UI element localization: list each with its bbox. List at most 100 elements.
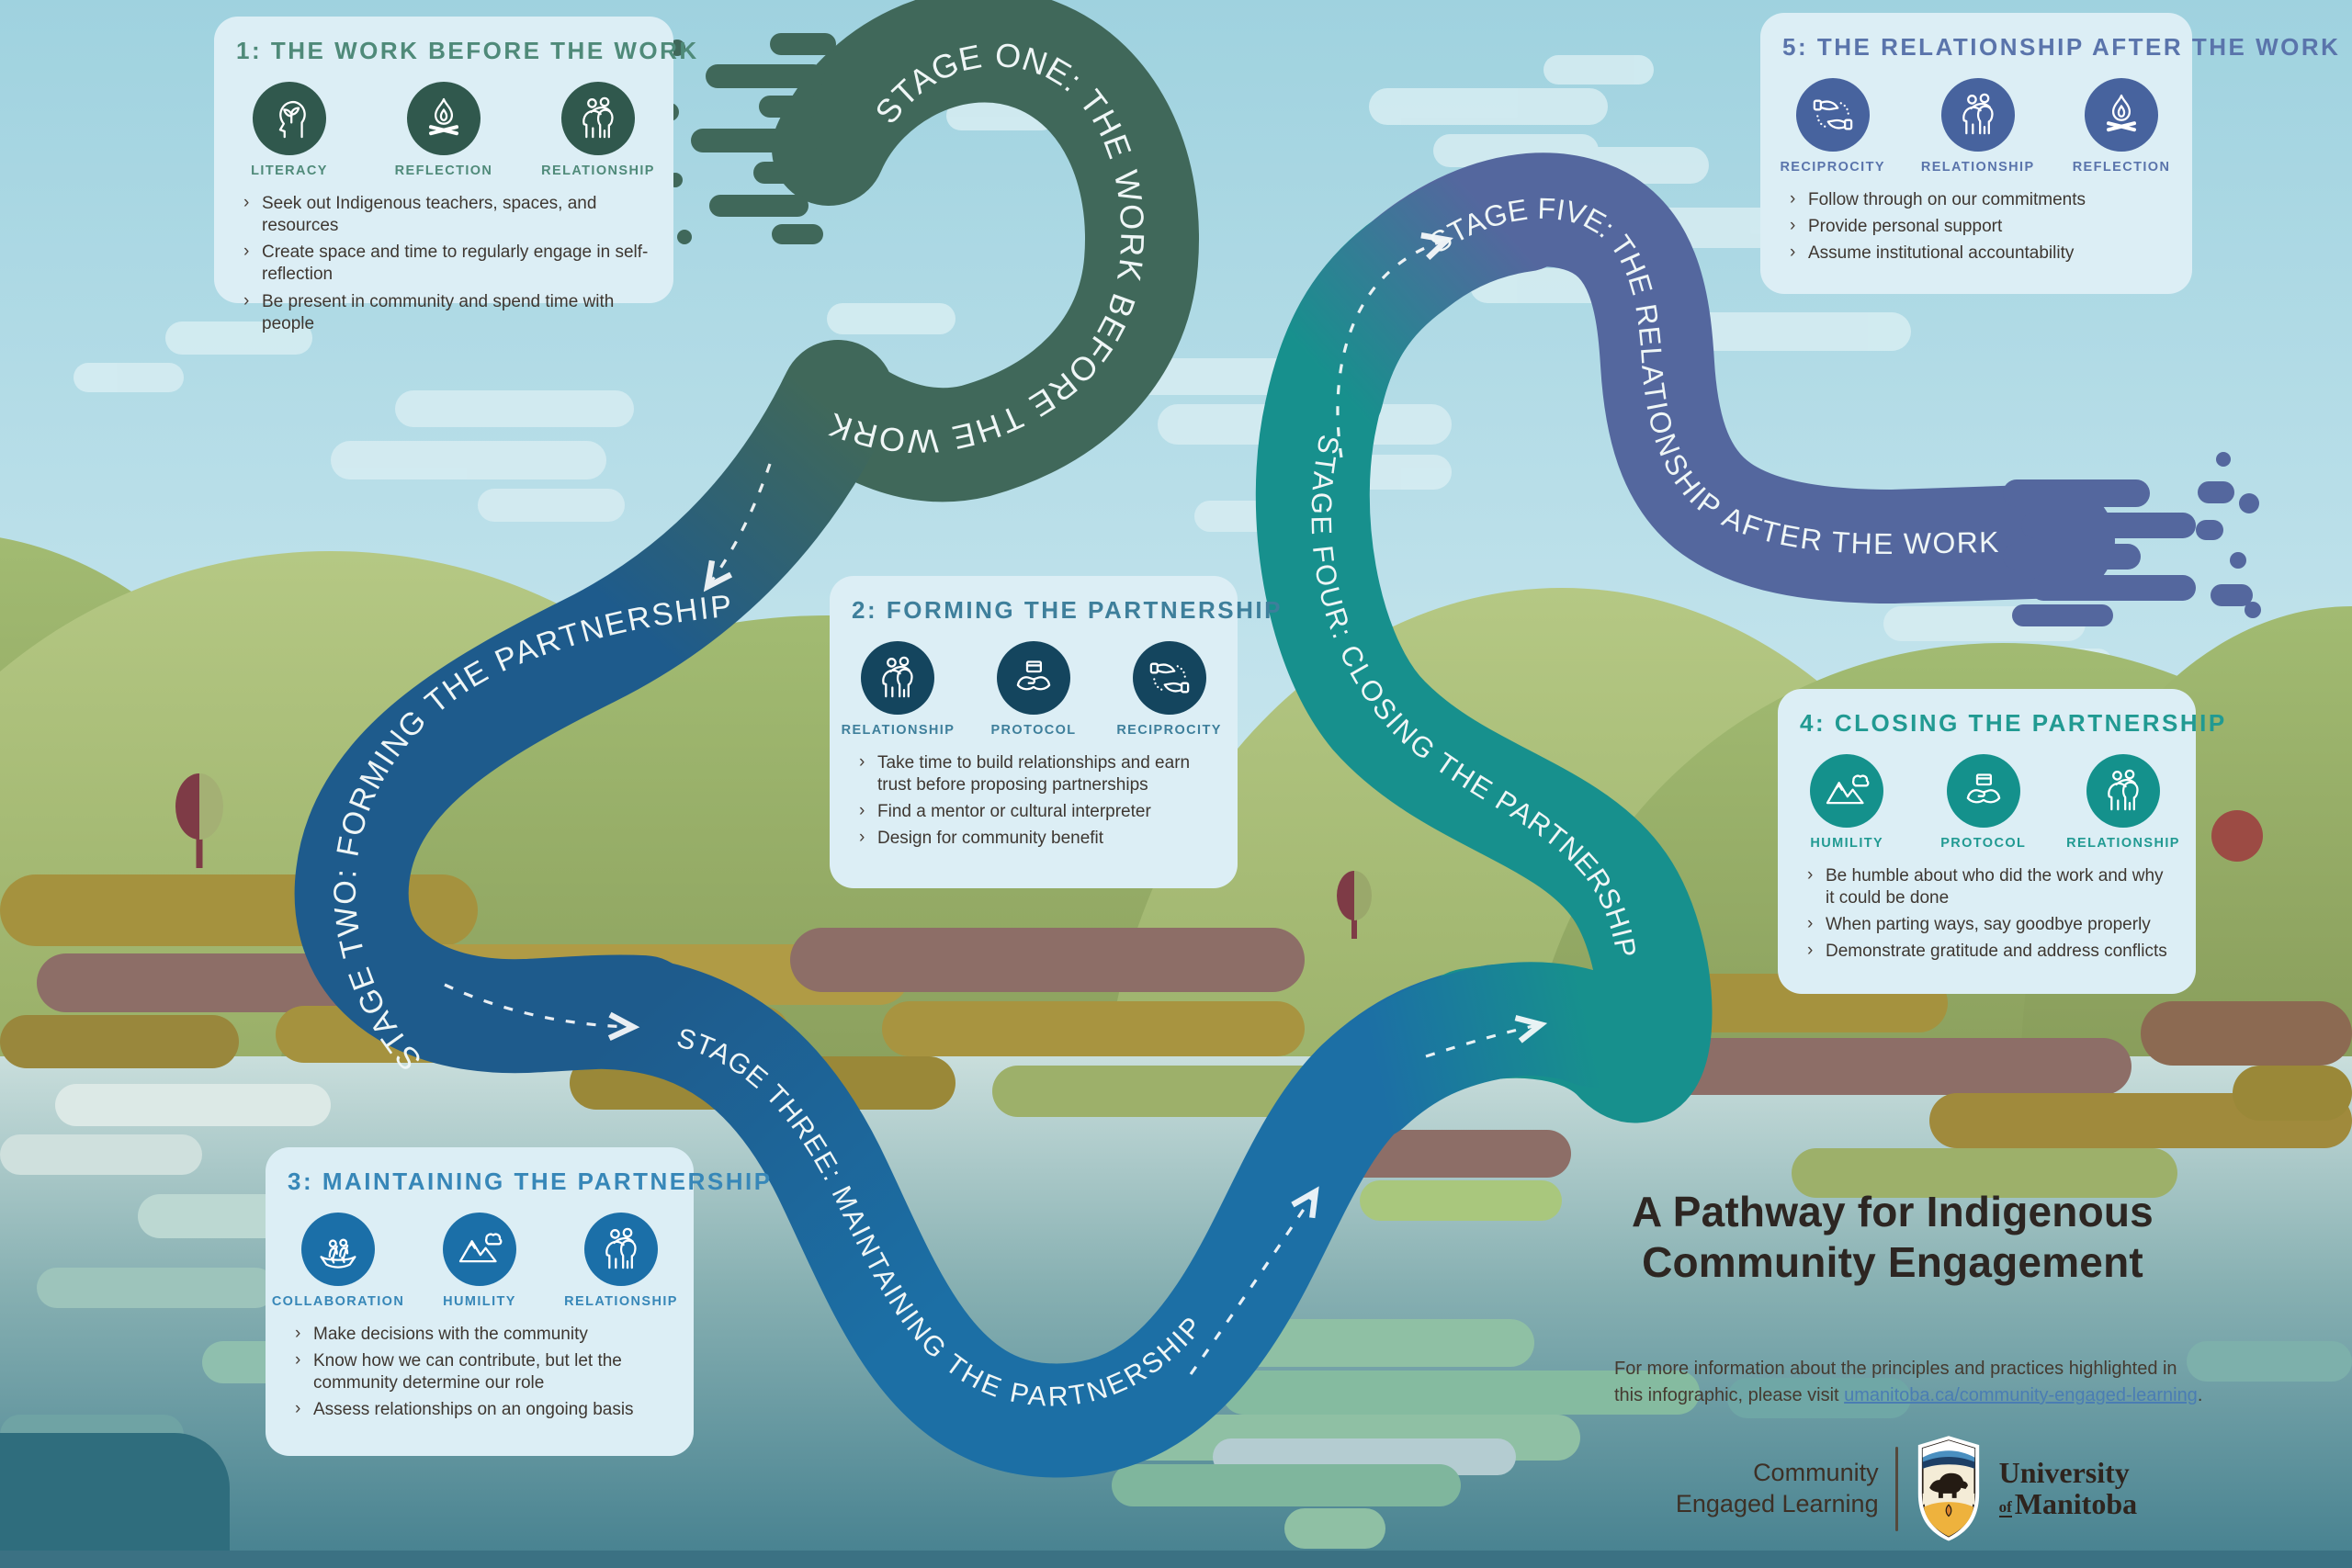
bullet: Make decisions with the community [293,1323,672,1346]
card-stage-1: 1: THE WORK BEFORE THE WORK LITERACY REF… [214,17,699,333]
speed-dash [691,129,820,152]
water-bar [1727,1378,1911,1418]
icon-item: PROTOCOL [1937,754,2031,851]
card-title: 5: THE RELATIONSHIP AFTER THE WORK [1782,33,2341,61]
icon-label: COLLABORATION [271,1294,405,1309]
bullet: Follow through on our commitments [1788,188,2170,211]
icon-label: HUMILITY [1810,836,1884,851]
speed-dash [706,64,825,88]
reciprocity-icon [1132,641,1206,715]
speed-dash [2003,544,2141,570]
field-bar [1360,1180,1562,1221]
bullet: When parting ways, say goodbye properly [1805,913,2174,936]
reflection-icon [2085,78,2158,152]
icon-label: PROTOCOL [990,723,1077,738]
card-title: 1: THE WORK BEFORE THE WORK [236,37,699,64]
bullet: Find a mentor or cultural interpreter [857,800,1216,823]
water-bar [2187,1341,2352,1382]
cloud-bar [331,441,606,479]
bullet: Be humble about who did the work and why… [1805,864,2174,909]
water-edge [0,1551,2352,1568]
page-title-line2: Community Engagement [1642,1238,2143,1287]
icon-item: LITERACY [239,82,340,178]
icon-label: REFLECTION [2072,160,2171,175]
bullet-list: Take time to build relationships and ear… [852,751,1216,851]
icon-label: RELATIONSHIP [541,164,655,178]
icon-label: HUMILITY [443,1294,516,1309]
icon-label: LITERACY [251,164,328,178]
icon-label: RELATIONSHIP [564,1294,678,1309]
field-bar [882,1001,1305,1056]
relationship-icon [1940,78,2015,152]
card-title: 2: FORMING THE PARTNERSHIP [852,596,1283,624]
card-stage-4: 4: CLOSING THE PARTNERSHIP HUMILITY PROT… [1778,689,2227,994]
field-bar [1654,1038,2132,1095]
collaboration-icon [301,1213,375,1286]
card-stage-2: 2: FORMING THE PARTNERSHIP RELATIONSHIP … [830,576,1283,888]
field-bar [0,1015,239,1068]
speed-dash [2198,481,2234,503]
info-text-pre: For more information about the principle… [1614,1359,2177,1405]
cloud-bar [1369,88,1608,125]
icon-item: RELATIONSHIP [564,1213,676,1309]
bullet: Be present in community and spend time w… [242,289,651,335]
tree [2211,810,2263,862]
icon-label: RECIPROCITY [1116,723,1222,738]
bullet: Assume institutional accountability [1788,242,2170,265]
cloud-bar [827,303,956,334]
water-bar [37,1268,276,1308]
icon-row: RELATIONSHIP PROTOCOL RECIPROCITY [842,641,1220,738]
field-bar [1792,1148,2177,1198]
page-title: A Pathway for Indigenous Community Engag… [1589,1187,2196,1288]
bullet: Take time to build relationships and ear… [857,751,1216,796]
speed-dot [2245,602,2261,618]
card-title: 3: MAINTAINING THE PARTNERSHIP [288,1168,773,1195]
speed-dot [2239,493,2259,513]
field-bar [992,1066,1341,1117]
speed-dash [772,224,823,244]
cloud-bar [74,363,184,392]
path-end-speed-dashes [2003,452,2261,626]
card-title: 4: CLOSING THE PARTNERSHIP [1800,709,2227,737]
bullet: Seek out Indigenous teachers, spaces, an… [242,192,651,237]
tree [1337,871,1372,939]
flow-arrow-2 [444,983,640,1042]
brand-name-line1: Community [1753,1459,1879,1487]
speed-dot [2230,552,2246,569]
icon-item: RELATIONSHIP [842,641,954,738]
bullet: Demonstrate gratitude and address confli… [1805,940,2174,963]
icon-item: RECIPROCITY [1116,641,1222,738]
icon-item: REFLECTION [393,82,494,178]
field-bar [790,928,1305,992]
water-bar [1112,1464,1461,1506]
stage-transition [1310,962,1652,1141]
info-link[interactable]: umanitoba.ca/community-engaged-learning [1844,1385,2198,1405]
card-stage-3: 3: MAINTAINING THE PARTNERSHIP COLLABORA… [266,1147,773,1456]
university-crest-logo [1917,1436,1979,1541]
info-text-post: . [2197,1385,2203,1405]
reflection-icon [407,82,481,155]
speed-dash [709,195,808,217]
bullet: Know how we can contribute, but let the … [293,1349,672,1394]
relationship-icon [584,1213,658,1286]
flow-arrow-1 [703,463,772,592]
literacy-icon [253,82,326,155]
page-title-line1: A Pathway for Indigenous [1632,1188,2154,1235]
icon-row: HUMILITY PROTOCOL RELATIONSHIP [1800,754,2178,851]
field-bar [2233,1066,2352,1121]
icon-item: REFLECTION [2073,78,2171,175]
icon-item: RELATIONSHIP [2066,754,2178,851]
bullet-list: Seek out Indigenous teachers, spaces, an… [236,192,651,335]
bullet-list: Be humble about who did the work and why… [1800,864,2174,964]
shore-shape [0,1433,230,1568]
speed-dash [2021,513,2196,538]
card-stage-5: 5: THE RELATIONSHIP AFTER THE WORK RECIP… [1760,13,2341,294]
brand-name-line2: Engaged Learning [1675,1490,1879,1517]
flow-arrow-3 [1189,1186,1319,1375]
university-name-line2: ofManitoba [1998,1487,2138,1520]
speed-dash [770,33,836,55]
stage-one-ribbon [772,0,1199,502]
icon-row: COLLABORATION HUMILITY RELATIONSHIP [272,1213,676,1309]
relationship-icon [861,641,935,715]
icon-item: RECIPROCITY [1780,78,1884,175]
